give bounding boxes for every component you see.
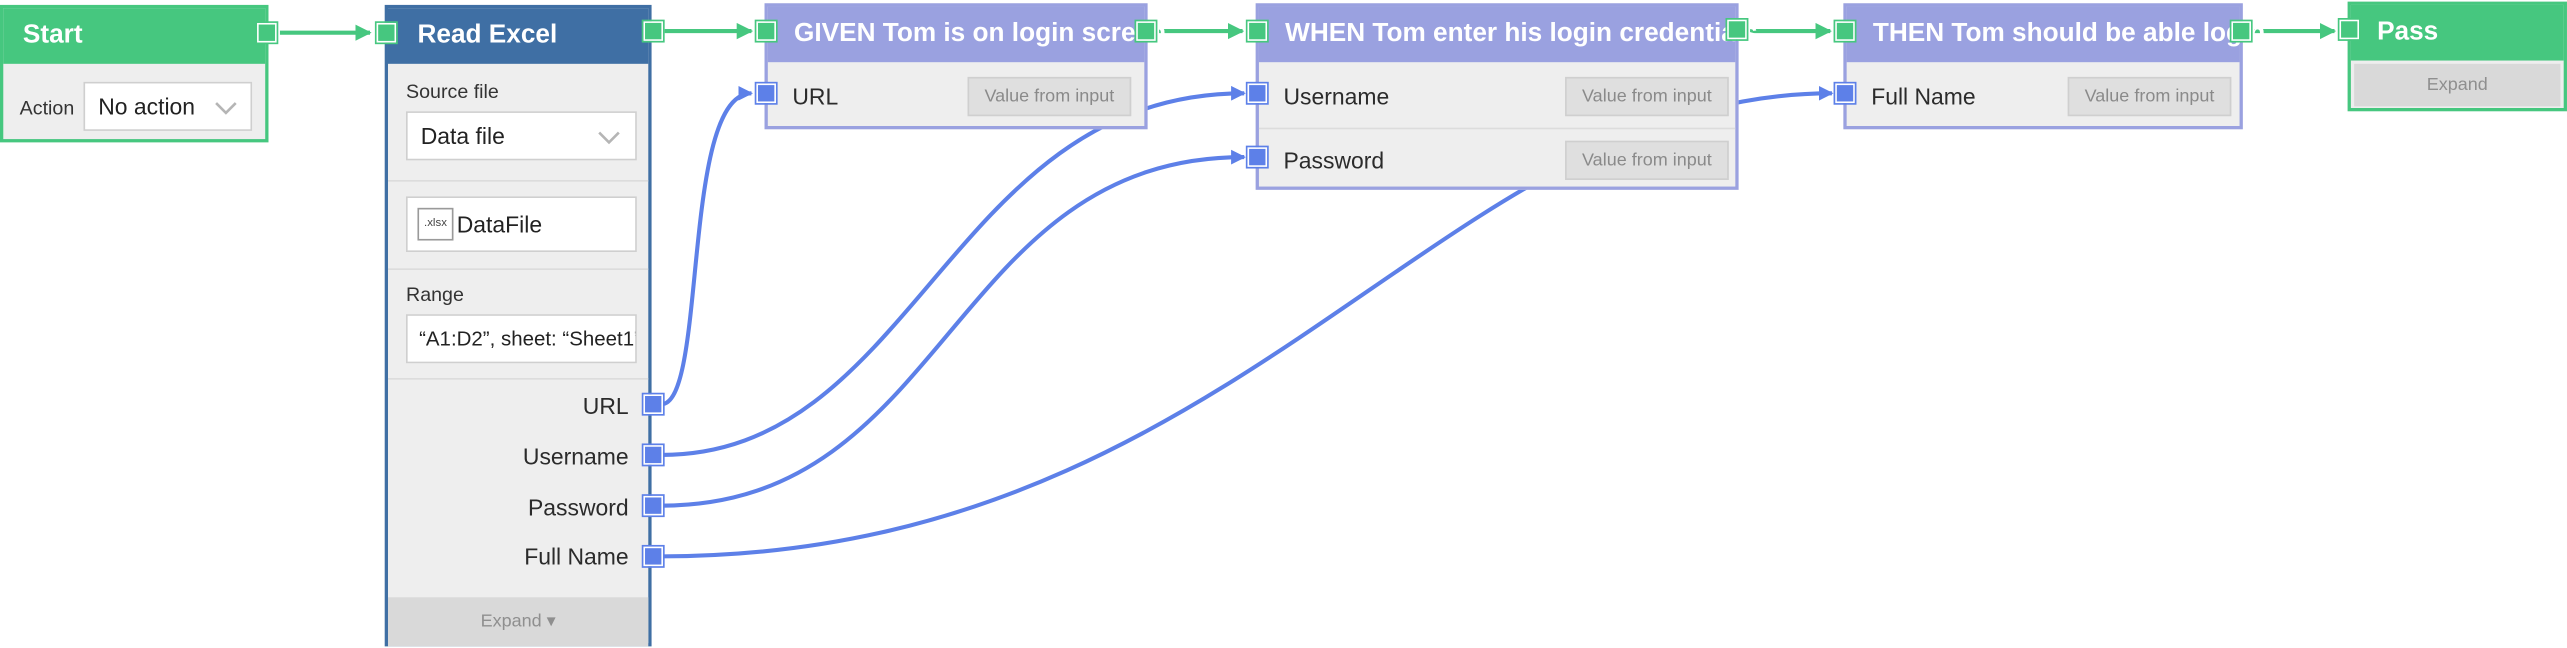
given-input-label-url: URL bbox=[792, 83, 839, 110]
chevron-down-icon bbox=[598, 131, 620, 145]
pass-expand-button[interactable]: Expand bbox=[2354, 63, 2561, 107]
given-step-node[interactable]: GIVEN Tom is on login screen URL Value f… bbox=[764, 3, 1166, 130]
given-step-title: GIVEN Tom is on login screen bbox=[793, 19, 1167, 48]
read-excel-node-title: Read Excel bbox=[417, 21, 558, 50]
then-step-header[interactable]: THEN Tom should be able login bbox=[1846, 6, 2265, 63]
when-input-port[interactable] bbox=[1245, 19, 1269, 43]
when-input-port-password[interactable] bbox=[1245, 145, 1269, 169]
read-excel-node-header[interactable]: Read Excel bbox=[387, 8, 649, 64]
then-input-full-name-value[interactable]: Value from input bbox=[2067, 76, 2232, 117]
source-file-select[interactable]: Data file bbox=[406, 111, 637, 161]
data-file-picker[interactable]: .xlsx DataFile bbox=[406, 196, 637, 253]
pass-input-port[interactable] bbox=[2337, 18, 2361, 41]
output-port-url[interactable] bbox=[641, 392, 665, 416]
pass-node[interactable]: Pass Expand bbox=[2347, 1, 2567, 112]
start-node-title: Start bbox=[22, 21, 83, 50]
chevron-down-icon bbox=[215, 102, 237, 115]
when-output-port[interactable] bbox=[1725, 18, 1749, 41]
given-input-port-url[interactable] bbox=[754, 81, 778, 105]
divider bbox=[387, 180, 649, 182]
given-step-header[interactable]: GIVEN Tom is on login screen bbox=[767, 6, 1166, 63]
range-label: Range bbox=[406, 283, 464, 307]
read-excel-node[interactable]: Read Excel Source file Data file .xlsx D… bbox=[384, 4, 652, 647]
data-file-name: DataFile bbox=[456, 211, 543, 238]
pass-node-header[interactable]: Pass bbox=[2350, 4, 2564, 61]
when-input-label-password: Password bbox=[1283, 147, 1385, 174]
range-value: “A1:D2”, sheet: “Sheet1” bbox=[419, 327, 637, 351]
read-excel-expand-button[interactable]: Expand ▾ bbox=[387, 597, 649, 647]
then-step-node[interactable]: THEN Tom should be able login Full Name … bbox=[1843, 3, 2265, 130]
when-step-node[interactable]: WHEN Tom enter his login credentials Use… bbox=[1255, 3, 1758, 190]
output-port-password[interactable] bbox=[641, 494, 665, 518]
output-port-username[interactable] bbox=[641, 443, 665, 467]
given-output-port[interactable] bbox=[1134, 19, 1158, 43]
read-excel-output-port[interactable] bbox=[641, 19, 665, 43]
output-label-username: Username bbox=[522, 443, 629, 470]
when-input-port-username[interactable] bbox=[1245, 81, 1269, 105]
output-label-password: Password bbox=[528, 494, 629, 521]
then-input-port[interactable] bbox=[1833, 19, 1857, 43]
wire-password bbox=[661, 149, 1246, 508]
start-node[interactable]: Start Action No action bbox=[0, 4, 269, 143]
then-input-label-full-name: Full Name bbox=[1871, 83, 1976, 110]
action-select[interactable]: No action bbox=[83, 81, 253, 131]
pass-node-title: Pass bbox=[2377, 18, 2439, 46]
range-input[interactable]: “A1:D2”, sheet: “Sheet1” bbox=[406, 314, 637, 364]
when-step-header[interactable]: WHEN Tom enter his login credentials bbox=[1258, 6, 1758, 63]
output-label-url: URL bbox=[582, 392, 629, 419]
xlsx-file-icon: .xlsx bbox=[417, 207, 454, 241]
start-node-header[interactable]: Start bbox=[3, 8, 266, 64]
xlsx-icon-text: .xlsx bbox=[424, 217, 447, 230]
given-input-port[interactable] bbox=[754, 19, 778, 43]
then-input-port-full-name[interactable] bbox=[1833, 81, 1857, 105]
then-output-port[interactable] bbox=[2229, 19, 2253, 43]
divider bbox=[387, 378, 649, 380]
then-step-title: THEN Tom should be able login bbox=[1872, 19, 2266, 48]
divider bbox=[387, 268, 649, 271]
given-input-url-value[interactable]: Value from input bbox=[967, 76, 1132, 117]
source-file-value: Data file bbox=[420, 122, 505, 149]
output-port-full-name[interactable] bbox=[641, 544, 665, 568]
wire-username bbox=[661, 85, 1246, 457]
output-label-full-name: Full Name bbox=[524, 543, 629, 570]
when-input-username-value[interactable]: Value from input bbox=[1565, 76, 1729, 117]
when-input-label-username: Username bbox=[1283, 83, 1390, 110]
start-output-port[interactable] bbox=[255, 21, 279, 45]
divider bbox=[1258, 127, 1736, 130]
when-input-password-value[interactable]: Value from input bbox=[1565, 140, 1729, 181]
action-label: Action bbox=[19, 96, 75, 120]
action-select-value: No action bbox=[98, 93, 196, 120]
when-step-title: WHEN Tom enter his login credentials bbox=[1285, 19, 1758, 48]
read-excel-input-port[interactable] bbox=[374, 21, 398, 45]
source-file-label: Source file bbox=[406, 80, 499, 104]
wire-url bbox=[660, 85, 754, 407]
